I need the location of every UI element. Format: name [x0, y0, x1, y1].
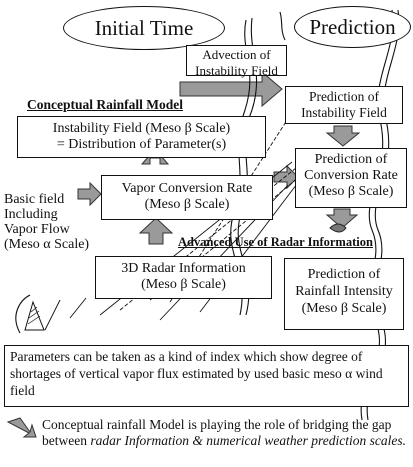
- down-arrow-pred-1: [325, 125, 361, 147]
- basic-field-arrow: [77, 181, 102, 207]
- prediction-label: Prediction: [309, 14, 396, 39]
- instability-line-1: Instability Field (Meso β Scale): [52, 121, 231, 136]
- prediction-oval: Prediction: [294, 6, 411, 48]
- advection-line-2: Instability Field: [195, 63, 278, 78]
- instability-field-box: Instability Field (Meso β Scale) = Distr…: [17, 116, 266, 158]
- advection-box: Advection of Instability Field: [186, 45, 287, 78]
- basic-field-line-2: Including: [4, 207, 58, 223]
- advection-arrow: [179, 70, 283, 108]
- pred-rainfall-box: Prediction of Rainfall Intensity (Meso β…: [284, 258, 404, 330]
- pred-rainfall-line-1: Prediction of: [307, 267, 381, 282]
- pred-conversion-line-3: (Meso β Scale): [308, 184, 394, 199]
- pred-rainfall-line-3: (Meso β Scale): [301, 301, 387, 317]
- initial-time-label: Initial Time: [94, 15, 194, 40]
- basic-field-line-4: (Meso α Scale): [4, 237, 90, 253]
- footer-arrow-icon: [6, 417, 37, 438]
- up-arrow-radar: [138, 217, 174, 245]
- vapor-line-2: (Meso β Scale): [144, 197, 230, 212]
- radar-info-box: 3D Radar Information (Meso β Scale): [95, 256, 272, 299]
- terrain-mound: [24, 300, 45, 331]
- radar-line-1: 3D Radar Information: [121, 261, 246, 276]
- vapor-conversion-box: Vapor Conversion Rate (Meso β Scale): [101, 175, 273, 220]
- pred-rainfall-line-2: Rainfall Intensity: [295, 284, 393, 300]
- instability-line-2: = Distribution of Parameter(s): [56, 137, 227, 152]
- conceptual-model-title: Conceptual Rainfall Model: [27, 97, 184, 112]
- basic-field-line-1: Basic field: [4, 192, 65, 207]
- initial-time-oval: Initial Time: [63, 6, 225, 50]
- terrain-hatch: [27, 306, 41, 325]
- basic-field-line-3: Vapor Flow: [4, 222, 70, 238]
- pred-conversion-line-2: Conversion Rate: [304, 168, 398, 183]
- vapor-line-1: Vapor Conversion Rate: [121, 181, 253, 196]
- advection-line-1: Advection of: [202, 47, 271, 62]
- basic-field-label: Basic field Including Vapor Flow (Meso α…: [4, 192, 89, 252]
- advanced-use-label: Advanced Use of Radar Information: [178, 235, 373, 249]
- footer-text-italic: radar Information & numerical weather pr…: [90, 433, 406, 449]
- pred-instability-box: Prediction of Instability Field: [285, 86, 403, 124]
- parameters-note-text: Parameters can be taken as a kind of ind…: [10, 349, 383, 398]
- parameters-note-box: Parameters can be taken as a kind of ind…: [4, 345, 409, 407]
- vapor-to-prediction-arrow: [273, 164, 299, 190]
- down-arrow-pred-2: [325, 208, 359, 229]
- swirl-marker: [329, 223, 347, 233]
- footer-text: Conceptual rainfall Model is playing the…: [42, 417, 410, 449]
- radar-line-2: (Meso β Scale): [141, 277, 226, 292]
- pred-conversion-line-1: Prediction of: [314, 152, 388, 167]
- pred-instability-line-2: Instability Field: [301, 105, 387, 120]
- footer-text-plain: Conceptual rainfall Model is playing the…: [42, 417, 392, 449]
- pred-instability-line-1: Prediction of: [308, 89, 380, 104]
- pred-conversion-box: Prediction of Conversion Rate (Meso β Sc…: [295, 148, 407, 208]
